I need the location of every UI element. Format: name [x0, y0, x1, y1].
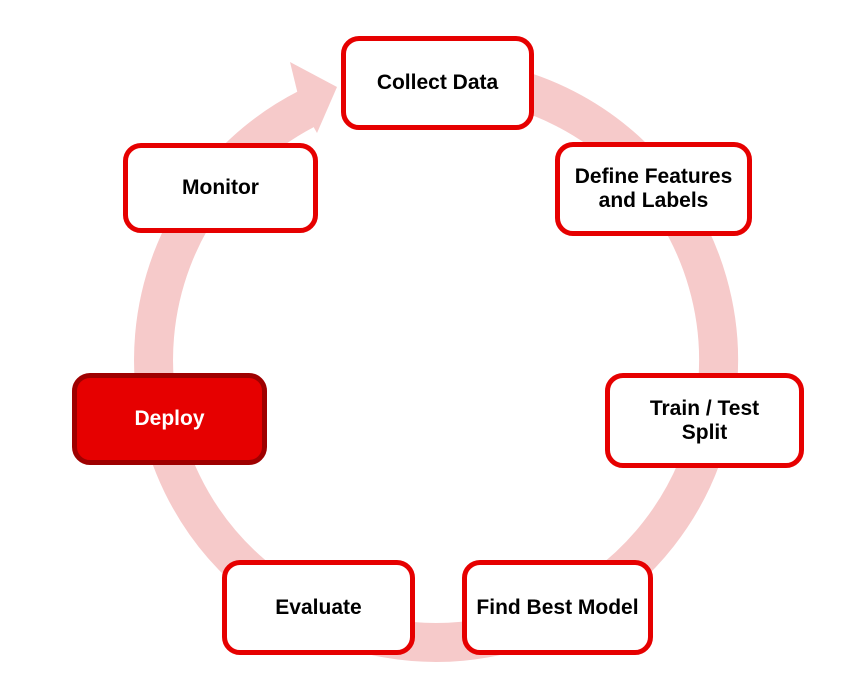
node-monitor: Monitor: [123, 143, 318, 233]
node-define-features-and-labels: Define Features and Labels: [555, 142, 752, 236]
node-evaluate: Evaluate: [222, 560, 415, 655]
node-train-test-split: Train / Test Split: [605, 373, 804, 468]
node-find-best-model: Find Best Model: [462, 560, 653, 655]
cycle-arrow-head-icon: [290, 62, 337, 133]
node-collect-data: Collect Data: [341, 36, 534, 130]
node-deploy: Deploy: [72, 373, 267, 465]
